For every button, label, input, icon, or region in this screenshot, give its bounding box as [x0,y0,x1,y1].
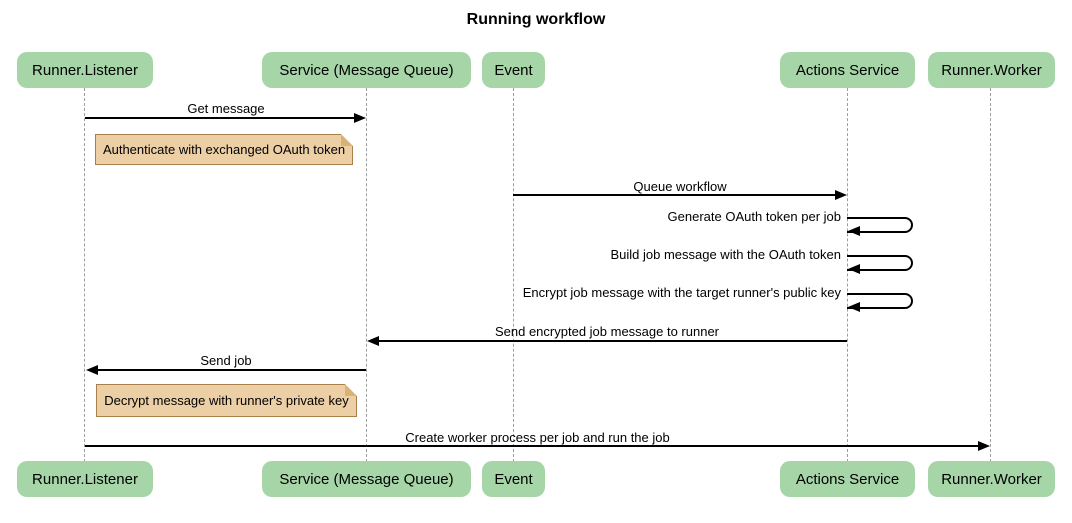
note-decrypt: Decrypt message with runner's private ke… [96,384,357,417]
message-line-get-message [85,117,354,119]
lifeline-service-message-queue [366,88,367,462]
arrowhead-left-icon [86,365,98,375]
actor-bottom-service-message-queue: Service (Message Queue) [262,461,471,497]
note-decrypt-label: Decrypt message with runner's private ke… [104,393,349,408]
message-line-create-worker [85,445,979,447]
actor-top-service-message-queue: Service (Message Queue) [262,52,471,88]
arrowhead-left-icon [367,336,379,346]
self-loop-line [847,255,913,271]
note-fold-icon [341,134,353,146]
actor-top-runner-listener: Runner.Listener [17,52,153,88]
message-label-queue-workflow: Queue workflow [633,179,727,194]
actor-bottom-event: Event [482,461,545,497]
actor-bottom-actions-service: Actions Service [780,461,915,497]
self-loop-line [847,217,913,233]
note-fold-icon [345,384,357,396]
diagram-title: Running workflow [466,11,606,28]
arrowhead-left-icon [848,226,860,236]
message-label-create-worker: Create worker process per job and run th… [405,430,670,445]
message-label-build-job-message: Build job message with the OAuth token [610,247,841,262]
lifeline-event [513,88,514,462]
lifeline-actions-service [847,88,848,462]
message-line-send-job [97,369,366,371]
note-authenticate: Authenticate with exchanged OAuth token [95,134,353,165]
message-label-send-encrypted: Send encrypted job message to runner [494,324,720,339]
arrowhead-right-icon [354,113,366,123]
arrowhead-left-icon [848,302,860,312]
message-line-send-encrypted [378,340,847,342]
actor-top-runner-worker: Runner.Worker [928,52,1055,88]
note-authenticate-label: Authenticate with exchanged OAuth token [102,142,346,157]
lifeline-runner-worker [990,88,991,462]
message-label-generate-oauth-token: Generate OAuth token per job [667,209,841,224]
message-label-get-message: Get message [187,101,265,116]
self-loop-line [847,293,913,309]
actor-bottom-runner-worker: Runner.Worker [928,461,1055,497]
actor-top-event: Event [482,52,545,88]
actor-bottom-runner-listener: Runner.Listener [17,461,153,497]
arrowhead-left-icon [848,264,860,274]
arrowhead-right-icon [978,441,990,451]
arrowhead-right-icon [835,190,847,200]
actor-top-actions-service: Actions Service [780,52,915,88]
message-line-queue-workflow [513,194,835,196]
message-label-send-job: Send job [200,353,252,368]
message-label-encrypt-job-message: Encrypt job message with the target runn… [522,285,841,300]
lifeline-runner-listener [84,88,85,462]
